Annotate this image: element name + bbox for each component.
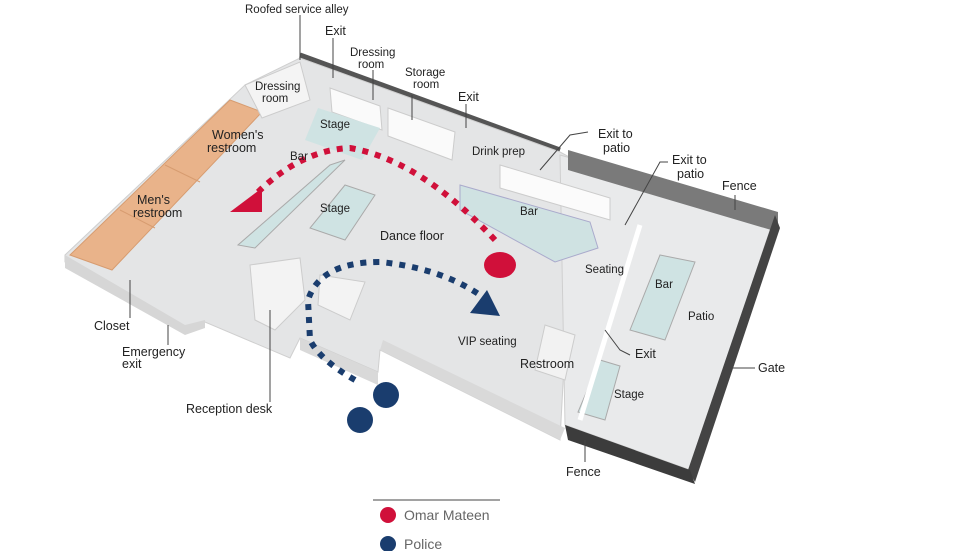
label-restroom: Restroom [520, 357, 574, 371]
legend: Omar Mateen Police [380, 507, 490, 551]
back-wall [299, 52, 561, 153]
patio-fence [568, 150, 778, 232]
legend-omar-mateen-label: Omar Mateen [404, 507, 490, 523]
label-bar: Bar [655, 279, 673, 291]
police-arrow-icon [470, 290, 500, 316]
vip-wall [317, 274, 366, 321]
patio-gate-edge [688, 215, 780, 482]
label-exit: Exit [325, 24, 346, 38]
front-wall [65, 255, 205, 335]
label-fence: Fence [566, 465, 601, 479]
patio-bottom-fence [565, 425, 695, 484]
label-fence: Fence [722, 179, 757, 193]
omar-mateen-path [252, 144, 498, 243]
bar-counter [499, 164, 611, 221]
police-path [304, 258, 482, 383]
bar-patio [629, 254, 696, 341]
label-reception-desk: Reception desk [186, 402, 273, 416]
front-wall-mid [300, 338, 378, 385]
storage-room [387, 107, 456, 161]
front-wall-right [380, 340, 565, 440]
label-stage: Stage [320, 203, 350, 215]
bar-main [459, 184, 599, 263]
label-gate: Gate [758, 361, 785, 375]
police-marker [373, 382, 399, 408]
police-marker [347, 407, 373, 433]
label-drink-prep: Drink prep [472, 146, 525, 158]
label-patio: Patio [688, 311, 714, 323]
restroom-small [534, 324, 576, 381]
reception-walls [249, 257, 306, 331]
omar-mateen-marker [484, 252, 516, 278]
legend-omar-mateen-swatch [380, 507, 396, 523]
label-dance-floor: Dance floor [380, 229, 444, 243]
patio-divider-wall [577, 224, 643, 421]
stage-center [309, 184, 376, 241]
stage-back [305, 108, 380, 160]
label-exit: Exit [635, 347, 656, 361]
label-roofed-service-alley: Roofed service alley [245, 4, 349, 16]
omar-mateen-arrow-icon [230, 188, 262, 212]
label-bar: Bar [520, 206, 538, 218]
legend-police-swatch [380, 536, 396, 551]
label-seating: Seating [585, 264, 624, 276]
label-stage: Stage [320, 119, 350, 131]
legend-police-label: Police [404, 536, 442, 551]
dressing-room-left [244, 61, 311, 119]
label-bar: Bar [290, 151, 308, 163]
dressing-room-top [329, 87, 383, 131]
label-exit: Exit [458, 90, 479, 104]
label-vip-seating: VIP seating [458, 336, 517, 348]
label-closet: Closet [94, 319, 130, 333]
bar-left [236, 159, 346, 249]
label-stage: Stage [614, 389, 644, 401]
